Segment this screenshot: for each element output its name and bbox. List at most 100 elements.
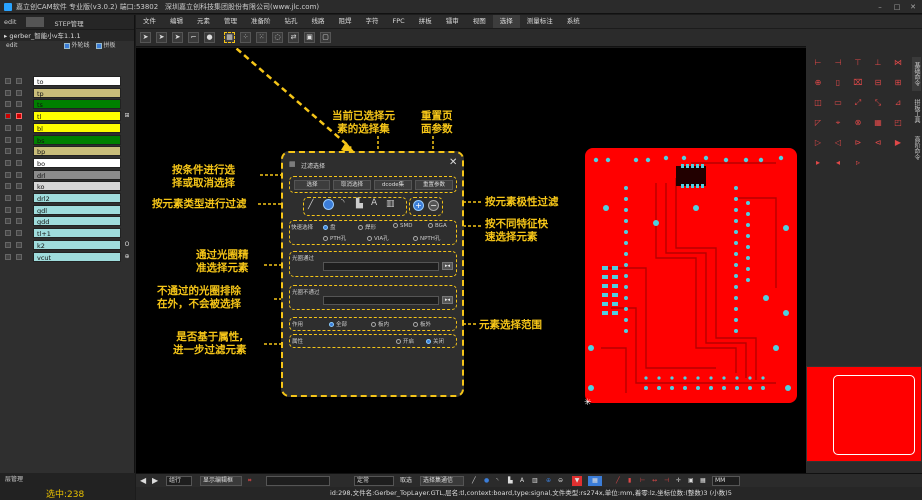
snap-icon[interactable]: ⌗ (248, 477, 252, 484)
layer-mark-icon[interactable]: O (124, 240, 130, 248)
layer-visibility-icon[interactable] (5, 230, 11, 237)
layer-visibility-icon[interactable] (5, 159, 11, 166)
standard-select[interactable]: 定常 (354, 476, 394, 486)
menu-item[interactable]: 字符 (365, 17, 379, 25)
close-icon[interactable]: ✕ (910, 3, 916, 11)
layer-row[interactable]: ts (0, 99, 134, 110)
tab-step-manager[interactable]: STEP管理 (54, 20, 84, 28)
minimap[interactable] (806, 366, 922, 462)
layer-row[interactable]: drl2 (0, 193, 134, 204)
side-tab-advanced[interactable]: 高阶命令 (913, 136, 920, 160)
layer-select-icon[interactable] (16, 230, 22, 237)
layer-mark-icon[interactable]: ⊕ (124, 252, 130, 260)
pcb-canvas[interactable]: ✳ 当前已选择元 素的选择集 重置页 面参数 按条件进行选 择或取消选择 按元素… (136, 48, 806, 473)
layer-name[interactable]: bs (33, 134, 121, 145)
mirror-icon[interactable]: ⊣ (664, 477, 670, 484)
minimap-viewport[interactable] (833, 375, 915, 455)
dcode-set-button[interactable]: dcode集 (374, 180, 412, 190)
layer-mark-icon[interactable] (123, 89, 131, 97)
tool-icon[interactable]: ⊢ (814, 58, 822, 67)
tool-icon[interactable]: ⊥ (874, 58, 882, 67)
layer-mark-icon[interactable] (123, 77, 131, 85)
layer-visibility-icon[interactable] (5, 218, 11, 225)
close-icon[interactable]: ✕ (449, 157, 458, 168)
layer-select-icon[interactable] (16, 113, 22, 120)
layer-visibility-icon[interactable] (5, 124, 11, 131)
layer-select-icon[interactable] (16, 253, 22, 260)
tool-icon[interactable]: ⌧ (853, 78, 863, 87)
project-name[interactable]: ▸ gerber_智能小v车1.1.1 (0, 29, 134, 41)
range-all-option[interactable]: 全部 (329, 320, 347, 328)
layer-visibility-icon[interactable] (5, 195, 11, 201)
group-select-icon[interactable]: ⁙ (256, 32, 267, 43)
aperture-pass-picker-icon[interactable]: ▸◂ (442, 262, 453, 270)
menu-item[interactable]: 元素 (197, 17, 210, 25)
tool-icon[interactable]: ⌖ (835, 118, 841, 127)
layer-select-icon[interactable] (16, 159, 22, 166)
layer-row[interactable]: vcut⊕ (0, 251, 134, 263)
layer-name[interactable]: bo (33, 157, 121, 168)
layer-mark-icon[interactable] (123, 100, 131, 108)
view-mode-icon[interactable]: ▦ (588, 476, 602, 486)
layer-visibility-icon[interactable] (5, 253, 11, 260)
layer-mark-icon[interactable] (123, 171, 131, 179)
layer-mark-icon[interactable] (123, 206, 131, 214)
tool-icon[interactable]: ⋈ (894, 58, 902, 67)
aperture-exclude-picker-icon[interactable]: ▸◂ (442, 296, 453, 304)
tool-icon[interactable]: ◂ (835, 158, 840, 167)
layer-select-icon[interactable] (16, 241, 22, 248)
surface-type-icon[interactable]: ▙ (356, 199, 363, 209)
layer-mark-icon[interactable] (123, 194, 131, 202)
arc-type-icon[interactable]: ◝ (341, 198, 345, 208)
menu-item[interactable]: 测量标注 (526, 17, 553, 25)
menu-item[interactable]: 系统 (566, 17, 580, 25)
tool-icon[interactable]: ⊗ (854, 118, 862, 127)
npth-option[interactable]: NPTH孔 (413, 234, 440, 242)
side-tab-panel-tools[interactable]: 拼板工具 (913, 99, 920, 123)
layer-mark-icon[interactable] (123, 217, 131, 225)
smd-option[interactable]: SMD (393, 223, 412, 229)
tool-icon[interactable]: ⤢ (854, 98, 862, 107)
layer-visibility-icon[interactable] (5, 171, 11, 178)
layer-visibility-icon[interactable] (5, 148, 11, 155)
layer-row[interactable]: gdd (0, 216, 134, 227)
layer-name[interactable]: drl2 (33, 193, 121, 203)
layer-visibility-icon[interactable] (5, 113, 11, 120)
layer-row[interactable]: ko (0, 181, 134, 192)
layer-row[interactable]: bo (0, 157, 134, 169)
minimize-icon[interactable]: – (878, 3, 882, 11)
line-tool-icon[interactable]: ╱ (472, 477, 476, 484)
menu-item[interactable]: 拼板 (418, 17, 432, 25)
maximize-icon[interactable]: □ (893, 3, 901, 11)
coordinate-input[interactable] (266, 476, 330, 486)
layer-row[interactable]: bs (0, 134, 134, 146)
aperture-pass-input[interactable] (323, 262, 439, 271)
outline-option[interactable]: 外轮线 (63, 41, 90, 51)
layer-name[interactable]: to (33, 76, 121, 86)
menu-item[interactable]: 文件 (143, 17, 156, 25)
pad-option[interactable]: 盘 (323, 223, 336, 231)
reset-params-button[interactable]: 重置参数 (415, 180, 453, 190)
menu-item[interactable]: 选择 (492, 15, 520, 28)
layer-mark-icon[interactable] (123, 159, 131, 167)
tool-icon[interactable]: ⤡ (874, 98, 882, 107)
layer-visibility-icon[interactable] (5, 89, 11, 96)
invert-select-icon[interactable]: ⇄ (288, 32, 299, 43)
layer-select-icon[interactable] (16, 195, 22, 201)
tool-icon[interactable]: ⊤ (854, 58, 862, 67)
layer-visibility-icon[interactable] (5, 241, 11, 248)
layer-visibility-icon[interactable] (5, 78, 11, 84)
layer-select-icon[interactable] (16, 89, 22, 96)
layer-row[interactable]: tl⊞ (0, 111, 134, 122)
layer-name[interactable]: k2 (33, 239, 121, 250)
tab-edit[interactable]: edit (4, 18, 17, 26)
align-icon[interactable]: ⊢ (640, 477, 646, 484)
tool-icon[interactable]: ▭ (834, 98, 842, 107)
plus-polarity-icon[interactable]: ⊕ (546, 477, 552, 484)
minus-polarity-icon[interactable]: ⊖ (558, 477, 564, 484)
pad-type-icon[interactable] (323, 199, 334, 210)
crosshair-icon[interactable]: ✛ (676, 477, 682, 484)
layer-mark-icon[interactable] (123, 136, 131, 144)
panel-option[interactable]: 拼板 (95, 41, 116, 51)
circle-select-icon[interactable]: ● (204, 32, 215, 43)
